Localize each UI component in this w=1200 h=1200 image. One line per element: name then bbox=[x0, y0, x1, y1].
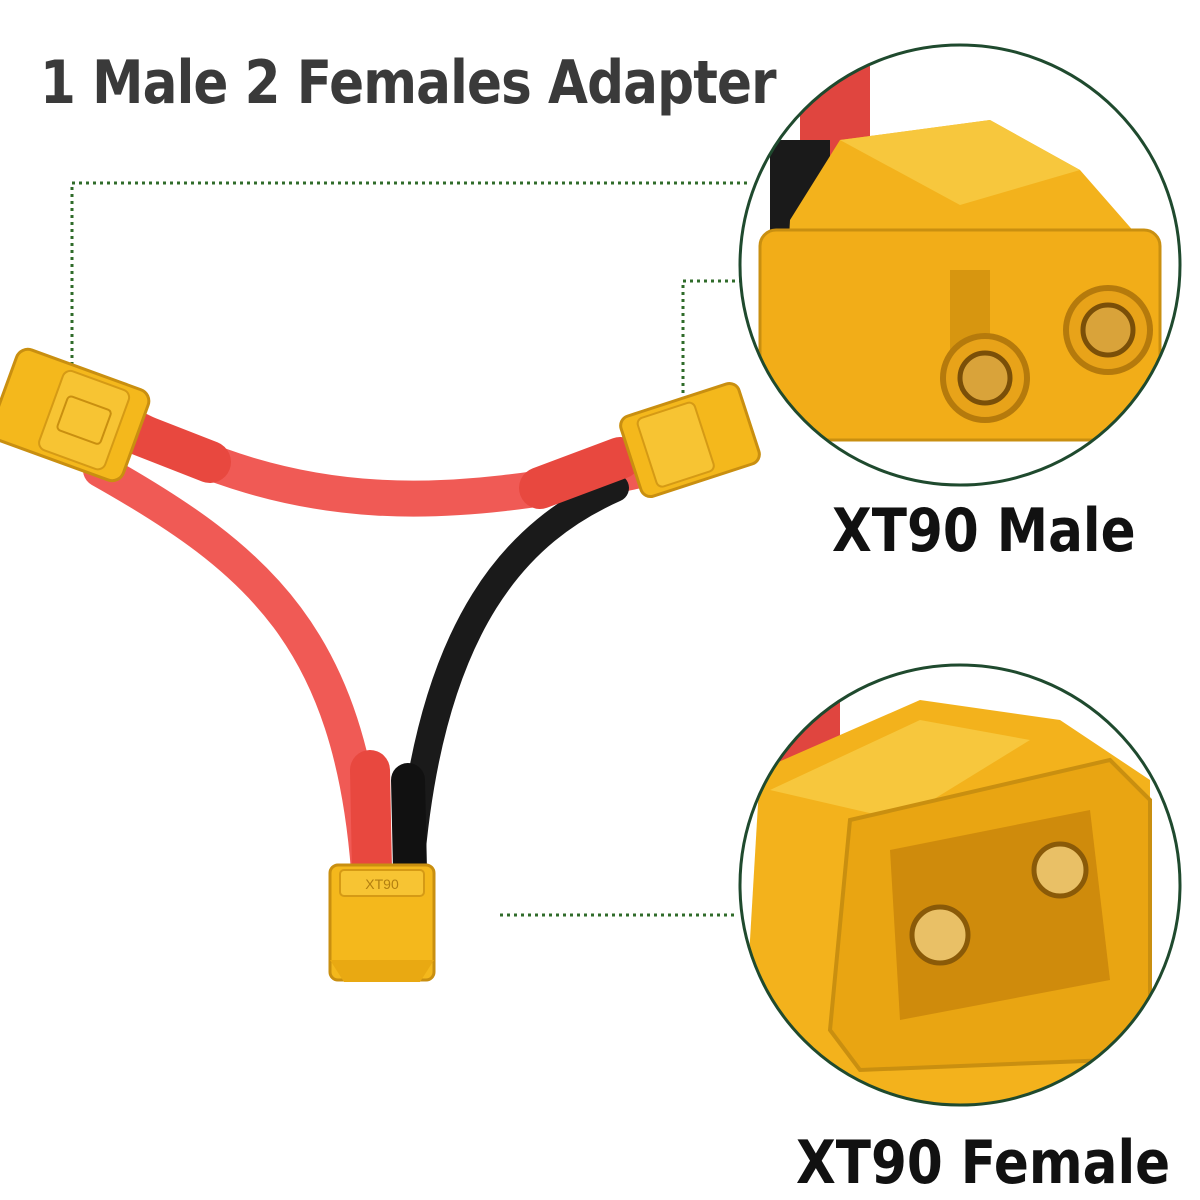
zoom-circle-female bbox=[738, 663, 1182, 1107]
zoom-circle-male bbox=[738, 43, 1182, 487]
heat-shrink-black bbox=[391, 763, 427, 887]
connector-left bbox=[0, 347, 151, 483]
red-wire-left bbox=[83, 453, 385, 887]
black-wire bbox=[396, 474, 629, 884]
callout-line-female-top bbox=[681, 279, 742, 400]
connector-bottom: XT90 bbox=[328, 863, 436, 982]
cables bbox=[83, 402, 658, 890]
connector-right bbox=[619, 381, 761, 499]
label-xt90-male: XT90 Male bbox=[832, 496, 1136, 566]
page-title: 1 Male 2 Females Adapter bbox=[40, 48, 777, 118]
heat-shrink-right bbox=[519, 437, 641, 509]
heat-shrink-bottom bbox=[350, 750, 392, 890]
connector-marking: XT90 bbox=[365, 876, 399, 892]
callout-lines bbox=[70, 181, 748, 917]
heat-shrink-left bbox=[107, 409, 231, 483]
callout-line-male bbox=[70, 181, 748, 400]
label-xt90-female: XT90 Female bbox=[796, 1128, 1171, 1198]
